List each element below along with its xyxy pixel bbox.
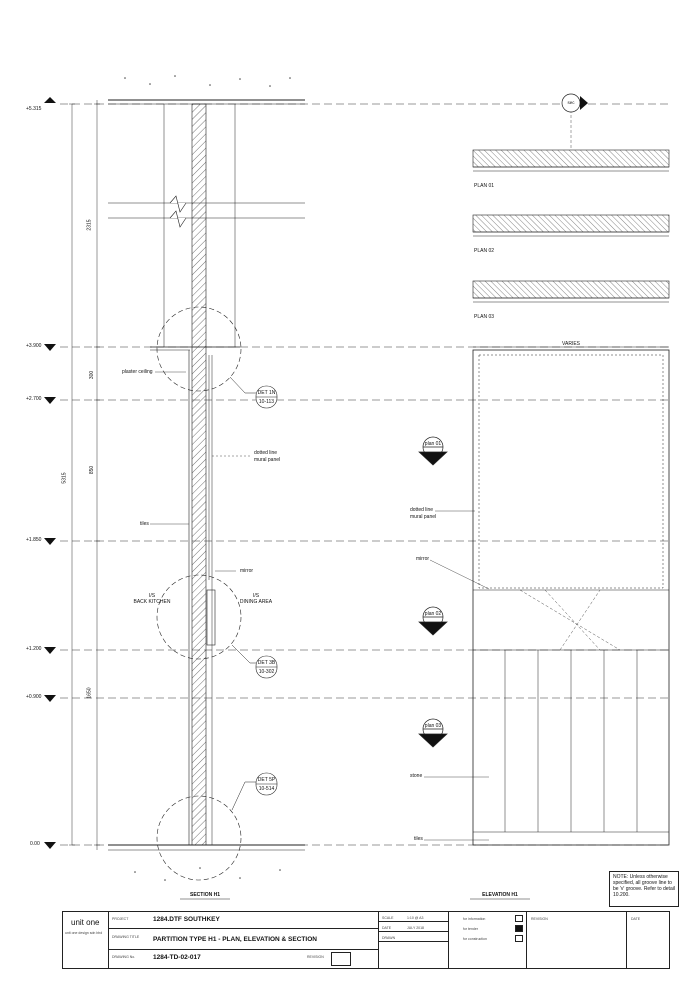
section-h1 [108,99,305,881]
plan-marker-label: plan 03 [424,723,442,729]
elevation-h1 [424,93,670,846]
level-label: +1.200 [26,646,42,652]
checkbox [515,935,523,942]
detail-tag-bottom: 10-302 [258,669,275,675]
detail-tag-bottom: 10-113 [258,399,275,405]
dining-area-label: I/S [252,593,260,599]
level-label: +3.900 [26,343,42,349]
issue-information: for information [463,917,486,921]
drawn-label: DRAWN [382,936,396,940]
level-markers [44,97,56,849]
scale-label: SCALE [382,916,394,920]
detail-tags [255,385,278,796]
plan-marker-label: plan 01 [424,441,442,447]
elevation-title: ELEVATION H1 [482,892,518,898]
mural-panel-label: mural panel [410,514,437,520]
level-label: +2.700 [26,396,42,402]
section-title: SECTION H1 [189,892,220,898]
plan-strip-label: PLAN 03 [474,314,495,320]
plan-strip-label: PLAN 01 [474,183,495,189]
dimension-lines [69,100,100,850]
detail-tag-top: DET 1N [257,390,276,396]
issue-tender: for tender [463,927,478,931]
title-block: unit one unit one design sdn bhd PROJECT… [62,911,670,969]
issue-cell: for information for tender for construct… [449,912,527,968]
revision-cell: REVISION [527,912,627,968]
level-label: 0.00 [30,841,40,847]
dimension-label: 5315 [61,472,68,484]
varies-label: VARIES [562,341,580,347]
company-subtitle: unit one design sdn bhd [65,931,103,935]
scale-value: 1:10 @ A3 [407,916,424,920]
project-cell: PROJECT 1284.DTF SOUTHKEY DRAWING TITLE … [109,912,379,968]
drawing-title: PARTITION TYPE H1 - PLAN, ELEVATION & SE… [153,936,317,943]
dining-area-label: DINING AREA [239,599,273,605]
dotted-line-label: dotted line [254,450,278,456]
plan-marker-label: plan 02 [424,611,442,617]
plan-strip-label: PLAN 02 [474,248,495,254]
section-marker-label: sec [567,100,575,105]
date-value: JULY 2018 [407,926,424,930]
general-note: NOTE: Unless otherwise specified, all gr… [609,871,679,907]
date-column-label: DATE [631,917,641,921]
back-kitchen-label: BACK KITCHEN [133,599,171,605]
detail-tag-top: DET 5P [257,777,276,783]
project-name: 1284.DTF SOUTHKEY [153,916,220,923]
level-label: +1.850 [26,537,42,543]
company-cell: unit one unit one design sdn bhd [63,912,109,968]
mirror-label: mirror [240,568,254,574]
scale-cell: SCALE 1:10 @ A3 DATE JULY 2018 DRAWN [379,912,449,968]
revision-label: REVISION [531,917,548,921]
tiles-label: tiles [414,836,423,842]
company-name: unit one [71,918,100,927]
drawing-no-label: DRAWING No. [112,955,136,959]
dimension-label: 1650 [86,687,93,699]
plan-markers [418,436,448,748]
checkbox [515,915,523,922]
dotted-line-label: dotted line [410,507,434,513]
drawing-title-label: DRAWING TITLE [112,935,140,939]
concrete-dots [124,75,291,881]
plaster-ceiling-label: plaster ceiling [122,369,153,375]
back-kitchen-label: I/S [148,593,156,599]
detail-tag-top: DET 3B [257,660,276,666]
revision-box [331,952,351,966]
revision-small-label: REVISION [307,955,324,959]
tiles-label: tiles [140,521,149,527]
dimension-label: 300 [89,370,96,380]
date-label: DATE [382,926,392,930]
issue-construction: for construction [463,937,487,941]
mural-panel-label: mural panel [254,457,281,463]
stone-label: stone [410,773,423,779]
dimension-label: 850 [89,465,96,475]
detail-tag-bottom: 10-514 [258,786,275,792]
level-label: +5.315 [26,106,42,112]
level-label: +0.900 [26,694,42,700]
project-label: PROJECT [112,917,129,921]
date-col-cell: DATE [627,912,669,968]
mirror-label: mirror [416,556,430,562]
dimension-label: 2315 [86,219,93,231]
checkbox-checked [515,925,523,932]
drawing-number: 1284-TD-02-017 [153,954,201,961]
